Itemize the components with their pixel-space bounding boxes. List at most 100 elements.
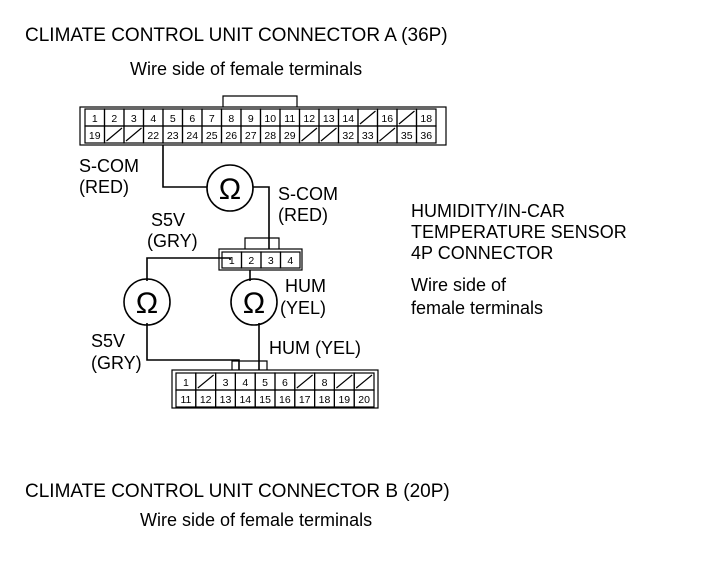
ohmmeter-scom-circle — [206, 164, 254, 212]
sensor-title-line3: 4P CONNECTOR — [411, 243, 553, 263]
wire-s5v-b — [146, 323, 240, 370]
label-s5v-sensor-line1: S5V — [151, 210, 185, 230]
label-hum-sensor-line2: (YEL) — [280, 298, 326, 318]
label-scom-a-line1: S-COM — [79, 156, 139, 176]
connector-a-pin-label: 26 — [225, 130, 237, 142]
connector-a-pin-label: 29 — [284, 130, 296, 142]
connector-b-pin-label: 18 — [319, 394, 331, 406]
connector-a-pin-label: 18 — [420, 113, 432, 125]
connector-a-pin-label: 11 — [284, 113, 295, 125]
connector-a-cell — [415, 125, 437, 144]
connector-a-pin-label: 2 — [111, 113, 117, 125]
connector-a-empty-slot — [106, 127, 123, 142]
ohmmeter-scom: Ω — [206, 164, 254, 212]
sensor-pin-label: 2 — [248, 255, 254, 267]
connector-a-pin-label: 7 — [209, 113, 215, 125]
connector-a-pin-label: 3 — [131, 113, 137, 125]
label-scom-a-line2: (RED) — [79, 177, 129, 197]
connector-a-subtitle: Wire side of female terminals — [130, 59, 362, 79]
connector-b-lock-tab — [231, 360, 268, 370]
connector-a-pin-label: 1 — [92, 113, 98, 125]
connector-b-pin-label: 3 — [223, 377, 229, 389]
connector-a-pin-label: 16 — [381, 113, 393, 125]
connector-b-outline — [171, 369, 379, 409]
label-s5v-b-line1: S5V — [91, 331, 125, 351]
sensor-pin-label: 4 — [287, 255, 293, 267]
connector-b-pin-label: 1 — [183, 377, 189, 389]
connector-a-empty-slot — [301, 127, 318, 142]
connector-b-cell — [353, 389, 375, 408]
connector-a-outline — [79, 106, 447, 146]
connector-b-empty-slot — [197, 374, 214, 389]
connector-a-lock-tab — [222, 95, 298, 107]
connector-a-pin-label: 36 — [420, 130, 432, 142]
label-scom-sensor-line2: (RED) — [278, 205, 328, 225]
sensor-pin-label: 1 — [229, 255, 235, 267]
sensor-cell — [279, 251, 301, 269]
wire-scom-a — [162, 145, 207, 188]
label-hum-sensor-line1: HUM — [285, 276, 326, 296]
connector-a-empty-slot — [125, 127, 142, 142]
connector-a-pin-label: 9 — [248, 113, 254, 125]
connector-a-pin-label: 25 — [206, 130, 218, 142]
wires — [146, 145, 270, 370]
connector-b-pin-label: 5 — [262, 377, 268, 389]
connector-b-pin-label: 15 — [259, 394, 271, 406]
connector-a-pin-label: 35 — [401, 130, 413, 142]
ohmmeter-s5v-circle — [123, 278, 171, 326]
connector-b-title: CLIMATE CONTROL UNIT CONNECTOR B (20P) — [25, 481, 450, 502]
sensor-connector-outline — [218, 248, 303, 271]
ohm-symbol-icon: Ω — [136, 287, 158, 320]
ohm-symbol-icon: Ω — [243, 287, 265, 320]
connector-a-empty-slot — [398, 110, 415, 125]
connector-b-pin-label: 11 — [180, 394, 191, 406]
connector-a-pin-label: 22 — [147, 130, 159, 142]
sensor-title-line2: TEMPERATURE SENSOR — [411, 222, 627, 242]
wire-s5v-sensor — [146, 257, 231, 281]
wire-scom-sensor — [253, 186, 270, 249]
connector-a-title: CLIMATE CONTROL UNIT CONNECTOR A (36P) — [25, 25, 448, 46]
connector-a-pin-label: 24 — [186, 130, 198, 142]
sensor-connector-lock-tab — [244, 237, 280, 249]
connector-b-pin-label: 4 — [242, 377, 248, 389]
connector-b-pin-label: 6 — [282, 377, 288, 389]
label-scom-sensor-line1: S-COM — [278, 184, 338, 204]
connector-b-pin-label: 13 — [220, 394, 232, 406]
connector-a-pin-label: 13 — [323, 113, 335, 125]
connector-b-pin-label: 8 — [322, 377, 328, 389]
connector-b-empty-slot — [296, 374, 313, 389]
connector-a-pin-label: 19 — [89, 130, 101, 142]
sensor-subtitle-line1: Wire side of — [411, 275, 507, 295]
connector-b-pin-label: 17 — [299, 394, 311, 406]
ohmmeter-hum: Ω — [230, 278, 278, 326]
connector-b-empty-slot — [355, 374, 373, 389]
connector-a-pin-label: 8 — [228, 113, 234, 125]
connector-b-pin-label: 12 — [200, 394, 212, 406]
connector-b-pin-label: 16 — [279, 394, 291, 406]
label-s5v-b-line2: (GRY) — [91, 353, 142, 373]
connector-b-empty-slot — [336, 374, 353, 389]
ohm-symbol-icon: Ω — [219, 173, 241, 206]
connector-a-pin-label: 23 — [167, 130, 179, 142]
connector-a-pin-label: 12 — [303, 113, 315, 125]
connector-a-pin-label: 32 — [342, 130, 354, 142]
connector-a-pin-label: 14 — [342, 113, 354, 125]
connector-a-empty-slot — [320, 127, 337, 142]
ohmmeter-s5v: Ω — [123, 278, 171, 326]
connector-a-pin-label: 4 — [150, 113, 156, 125]
connector-b-pin-label: 20 — [358, 394, 370, 406]
connector-b-subtitle: Wire side of female terminals — [140, 510, 372, 530]
connector-a-pin-label: 28 — [264, 130, 276, 142]
sensor-title-line1: HUMIDITY/IN-CAR — [411, 201, 565, 221]
connector-a-pin-label: 6 — [189, 113, 195, 125]
connector-b-pin-label: 14 — [239, 394, 251, 406]
connector-a-empty-slot — [359, 110, 376, 125]
connector-a-pin-label: 10 — [264, 113, 276, 125]
connector-b-pin-label: 19 — [338, 394, 350, 406]
connector-a-pin-label: 27 — [245, 130, 257, 142]
